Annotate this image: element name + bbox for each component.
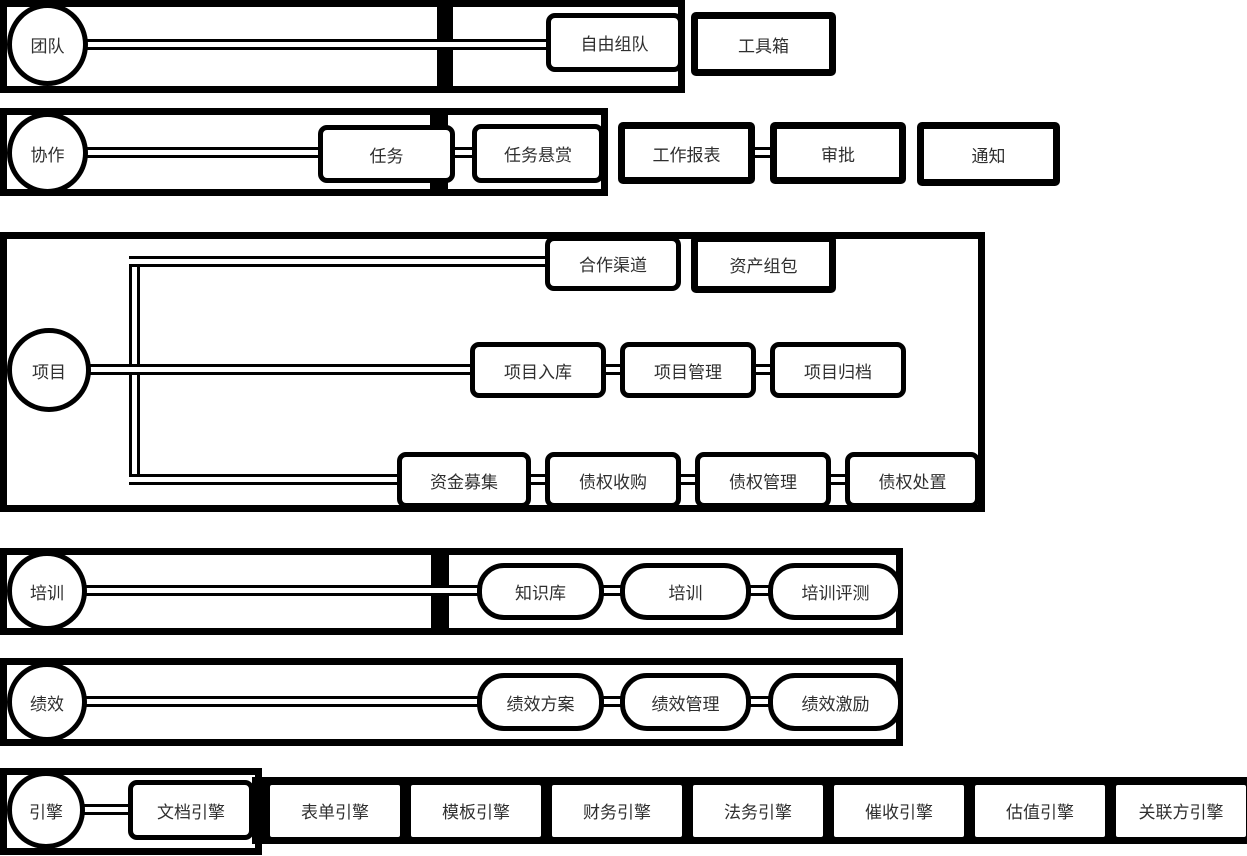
node-debt-disposal[interactable]: 债权处置 xyxy=(845,452,980,508)
performance-hub-circle[interactable]: 绩效 xyxy=(7,662,87,742)
node-project-archive-label: 项目归档 xyxy=(804,362,872,382)
node-free-team[interactable]: 自由组队 xyxy=(546,13,683,72)
project-management-connector xyxy=(604,364,622,375)
node-knowledge-base-label: 知识库 xyxy=(515,584,566,603)
collaboration-hub-circle[interactable]: 协作 xyxy=(7,112,88,194)
task-bounty-connector xyxy=(453,147,474,158)
node-approval-label: 审批 xyxy=(821,145,855,165)
performance-hub-label: 绩效 xyxy=(30,694,64,714)
node-finance-engine-label: 财务引擎 xyxy=(583,803,651,822)
node-document-engine-label: 文档引擎 xyxy=(157,802,225,822)
node-project-intake-label: 项目入库 xyxy=(504,362,572,382)
node-debt-acquisition[interactable]: 债权收购 xyxy=(545,452,681,508)
node-debt-management-label: 债权管理 xyxy=(729,472,797,492)
debt-acquisition-connector xyxy=(529,474,547,485)
collaboration-connector-line xyxy=(84,147,320,158)
node-knowledge-base[interactable]: 知识库 xyxy=(477,563,604,620)
project-main-line xyxy=(89,364,472,375)
node-free-team-label: 自由组队 xyxy=(580,35,649,54)
training-node-connector xyxy=(602,585,622,596)
training-hub-circle[interactable]: 培训 xyxy=(7,551,87,631)
node-coop-channel[interactable]: 合作渠道 xyxy=(545,236,681,291)
node-task-bounty[interactable]: 任务悬赏 xyxy=(472,124,604,183)
performance-incentive-connector xyxy=(749,696,770,707)
performance-mgmt-connector xyxy=(602,696,622,707)
node-notification-label: 通知 xyxy=(971,146,1006,166)
node-legal-engine-label: 法务引擎 xyxy=(724,803,792,822)
project-archive-connector xyxy=(754,364,772,375)
node-coop-channel-label: 合作渠道 xyxy=(579,256,647,275)
node-related-party-engine[interactable]: 关联方引擎 xyxy=(1116,784,1246,837)
node-work-report[interactable]: 工作报表 xyxy=(618,122,755,184)
node-template-engine[interactable]: 模板引擎 xyxy=(411,784,541,837)
node-performance-management[interactable]: 绩效管理 xyxy=(620,673,751,731)
node-performance-incentive-label: 绩效激励 xyxy=(801,694,870,714)
node-task-label: 任务 xyxy=(369,146,404,166)
node-toolbox-label: 工具箱 xyxy=(738,36,789,56)
node-project-management-label: 项目管理 xyxy=(654,362,722,382)
node-form-engine-label: 表单引擎 xyxy=(301,803,369,822)
node-training-evaluation-label: 培训评测 xyxy=(801,584,870,603)
node-project-management[interactable]: 项目管理 xyxy=(620,342,756,398)
team-hub-circle[interactable]: 团队 xyxy=(7,3,88,86)
node-performance-management-label: 绩效管理 xyxy=(651,694,720,714)
node-valuation-engine[interactable]: 估值引擎 xyxy=(975,784,1105,837)
node-valuation-engine-label: 估值引擎 xyxy=(1006,803,1074,822)
node-performance-plan-label: 绩效方案 xyxy=(506,694,575,714)
engine-hub-label: 引擎 xyxy=(29,802,63,822)
training-hub-label: 培训 xyxy=(30,583,64,603)
node-debt-disposal-label: 债权处置 xyxy=(878,472,947,492)
node-finance-engine[interactable]: 财务引擎 xyxy=(552,784,682,837)
node-legal-engine[interactable]: 法务引擎 xyxy=(693,784,823,837)
project-branch-top-line xyxy=(129,256,547,267)
project-hub-label: 项目 xyxy=(32,362,66,382)
performance-connector-line xyxy=(85,696,479,707)
project-hub-circle[interactable]: 项目 xyxy=(7,328,91,412)
engine-connector-line xyxy=(83,804,131,815)
node-collection-engine-label: 催收引擎 xyxy=(865,803,933,822)
debt-management-connector xyxy=(679,474,697,485)
engine-hub-circle[interactable]: 引擎 xyxy=(7,771,85,849)
collaboration-hub-label: 协作 xyxy=(30,145,65,165)
node-training-evaluation[interactable]: 培训评测 xyxy=(768,563,903,620)
node-fund-raising-label: 资金募集 xyxy=(430,472,498,492)
approval-connector xyxy=(753,147,772,158)
project-branch-bottom-line xyxy=(129,474,399,485)
team-hub-label: 团队 xyxy=(30,37,65,56)
node-toolbox[interactable]: 工具箱 xyxy=(691,12,836,76)
node-task-bounty-label: 任务悬赏 xyxy=(504,146,572,165)
node-related-party-engine-label: 关联方引擎 xyxy=(1138,803,1224,822)
debt-disposal-connector xyxy=(829,474,847,485)
engine-strip: 表单引擎 模板引擎 财务引擎 法务引擎 催收引擎 估值引擎 关联方引擎 xyxy=(252,777,1247,844)
node-asset-package[interactable]: 资产组包 xyxy=(691,235,836,293)
node-training[interactable]: 培训 xyxy=(620,563,751,620)
node-asset-package-label: 资产组包 xyxy=(729,256,798,276)
node-template-engine-label: 模板引擎 xyxy=(442,803,510,822)
node-performance-incentive[interactable]: 绩效激励 xyxy=(768,673,903,731)
node-project-archive[interactable]: 项目归档 xyxy=(770,342,906,398)
node-debt-management[interactable]: 债权管理 xyxy=(695,452,831,508)
node-fund-raising[interactable]: 资金募集 xyxy=(397,452,531,508)
training-connector-line xyxy=(85,585,479,596)
node-performance-plan[interactable]: 绩效方案 xyxy=(477,673,604,731)
team-connector-line xyxy=(84,39,547,50)
node-form-engine[interactable]: 表单引擎 xyxy=(270,784,400,837)
training-eval-connector xyxy=(749,585,770,596)
node-collection-engine[interactable]: 催收引擎 xyxy=(834,784,964,837)
node-training-label: 培训 xyxy=(668,584,703,603)
node-notification[interactable]: 通知 xyxy=(917,122,1060,186)
node-document-engine[interactable]: 文档引擎 xyxy=(128,780,254,840)
node-task[interactable]: 任务 xyxy=(318,125,455,183)
node-work-report-label: 工作报表 xyxy=(652,145,721,165)
node-approval[interactable]: 审批 xyxy=(770,122,906,184)
node-project-intake[interactable]: 项目入库 xyxy=(470,342,606,398)
node-debt-acquisition-label: 债权收购 xyxy=(579,472,647,492)
